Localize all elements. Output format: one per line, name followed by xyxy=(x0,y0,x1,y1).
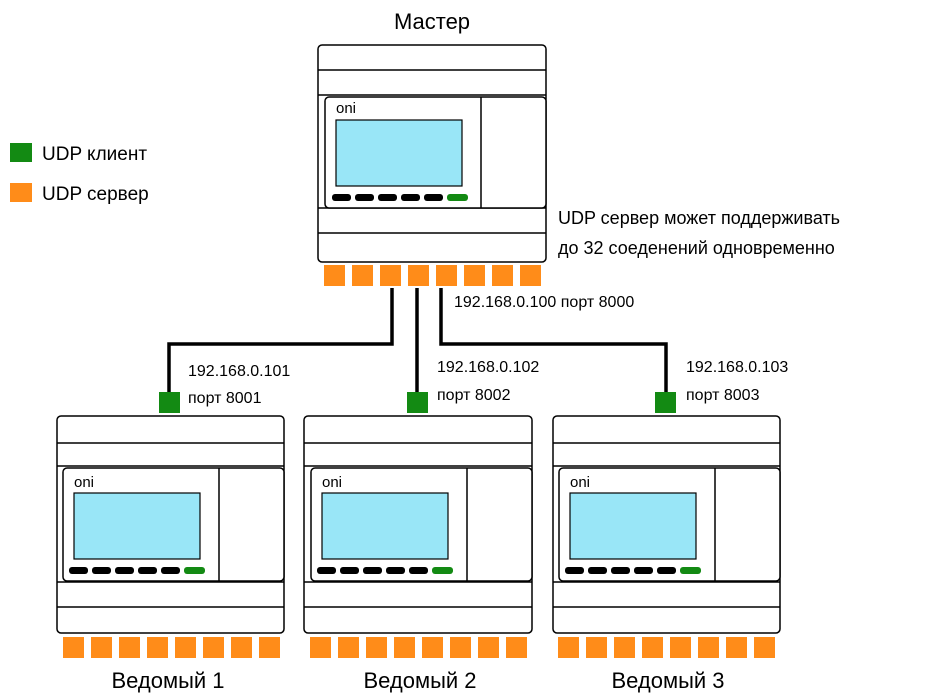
slave-1-client-port xyxy=(159,392,180,413)
master-screen xyxy=(335,119,463,187)
master-address: 192.168.0.100 порт 8000 xyxy=(454,294,634,311)
master-button-1 xyxy=(332,194,351,201)
master-brand-logo: oni xyxy=(336,100,356,117)
slave-1-title: Ведомый 1 xyxy=(111,668,224,693)
slave-3-screen xyxy=(569,492,697,560)
slave-3-terminals xyxy=(558,637,775,658)
slave-3-buttons xyxy=(565,567,701,574)
master-plc: Мастер oni xyxy=(317,9,840,311)
master-led-button xyxy=(447,194,468,201)
slave-3-port: порт 8003 xyxy=(686,387,760,404)
slave-3-client-port xyxy=(655,392,676,413)
slave-2-title: Ведомый 2 xyxy=(363,668,476,693)
legend: UDP клиент UDP сервер xyxy=(10,143,149,205)
slave-2-buttons xyxy=(317,567,453,574)
slave-1-buttons xyxy=(69,567,205,574)
master-button-4 xyxy=(401,194,420,201)
slave-3-ip: 192.168.0.103 xyxy=(686,359,788,376)
master-terminal-2 xyxy=(352,265,373,286)
master-terminal-1 xyxy=(324,265,345,286)
slave-3-title: Ведомый 3 xyxy=(611,668,724,693)
master-note-line1: UDP сервер может поддерживать xyxy=(558,208,840,228)
legend-client-label: UDP клиент xyxy=(42,144,147,165)
slave-2-screen xyxy=(321,492,449,560)
slave-1-ip: 192.168.0.101 xyxy=(188,363,290,380)
slave-plc-3: 192.168.0.103 порт 8003 oni xyxy=(552,359,788,693)
master-buttons xyxy=(332,194,468,201)
connection-lines xyxy=(167,288,668,392)
slave-2-client-port xyxy=(407,392,428,413)
slave-1-screen xyxy=(73,492,201,560)
master-terminal-4 xyxy=(408,265,429,286)
slave-1-port: порт 8001 xyxy=(188,390,262,407)
link-master-slave-1 xyxy=(167,288,394,392)
slave-2-ip: 192.168.0.102 xyxy=(437,359,539,376)
master-button-3 xyxy=(378,194,397,201)
legend-server-swatch xyxy=(10,183,32,202)
slave-plc-2: 192.168.0.102 порт 8002 oni xyxy=(303,359,539,693)
master-note-line2: до 32 соеденений одновременно xyxy=(558,238,835,258)
master-button-5 xyxy=(424,194,443,201)
legend-client-swatch xyxy=(10,143,32,162)
slave-2-port: порт 8002 xyxy=(437,387,511,404)
slave-1-brand-logo: oni xyxy=(74,474,94,491)
legend-server-label: UDP сервер xyxy=(42,184,149,205)
master-button-2 xyxy=(355,194,374,201)
slave-2-terminals xyxy=(310,637,527,658)
slave-3-brand-logo: oni xyxy=(570,474,590,491)
master-terminals xyxy=(324,265,541,286)
slave-plc-1: 192.168.0.101 порт 8001 oni xyxy=(56,363,290,693)
master-terminal-3 xyxy=(380,265,401,286)
master-terminal-7 xyxy=(492,265,513,286)
master-terminal-8 xyxy=(520,265,541,286)
master-terminal-6 xyxy=(464,265,485,286)
master-title: Мастер xyxy=(394,9,470,34)
slave-2-brand-logo: oni xyxy=(322,474,342,491)
slave-1-terminals xyxy=(63,637,280,658)
link-master-slave-3 xyxy=(439,288,668,392)
master-terminal-5 xyxy=(436,265,457,286)
